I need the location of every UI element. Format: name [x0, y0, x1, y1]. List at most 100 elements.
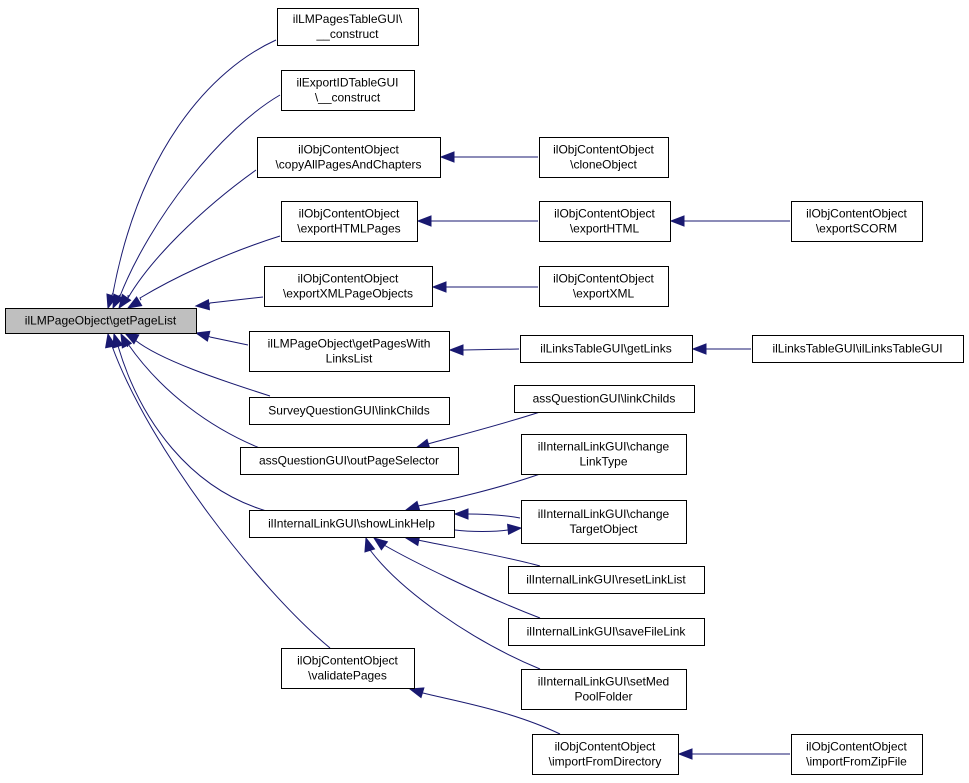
edge-n10-to-root [105, 332, 331, 649]
node-label-line: \copyAllPagesAndChapters [275, 158, 421, 172]
edge-n13-to-n12 [669, 215, 790, 227]
arrowhead [112, 293, 124, 310]
node-label-line: \importFromZipFile [806, 755, 907, 769]
function-node[interactable]: assQuestionGUI\linkChilds [514, 385, 695, 413]
arrowhead [439, 151, 455, 163]
function-node[interactable]: ilInternalLinkGUI\showLinkHelp [249, 510, 455, 538]
node-box [264, 266, 433, 307]
edge-n16-to-n15 [691, 343, 751, 355]
edge-line [117, 345, 271, 513]
node-label-line: __construct [315, 27, 379, 41]
arrowhead [669, 215, 685, 227]
node-label-line: \validatePages [308, 669, 387, 683]
edge-line [118, 94, 281, 297]
node-label-line: \exportSCORM [816, 222, 897, 236]
arrowhead [194, 298, 211, 311]
function-node[interactable]: ilObjContentObject\exportXML [539, 266, 669, 307]
node-box [249, 397, 450, 425]
edge-line [462, 348, 520, 351]
arrowhead [691, 343, 707, 355]
edge-n5-to-root [194, 296, 264, 311]
edge-n20-to-n9 [404, 535, 541, 567]
edge-n11-to-n3 [439, 151, 538, 163]
edge-line [467, 513, 521, 519]
node-label-line: ilInternalLinkGUI\setMed [538, 675, 669, 689]
node-label-line: LinksList [326, 352, 373, 366]
edge-line [208, 335, 249, 346]
edge-n4-to-root [126, 235, 281, 309]
function-node[interactable]: ilObjContentObject\exportHTML [539, 201, 671, 242]
node-label-line: ilInternalLinkGUI\resetLinkList [526, 573, 686, 587]
node-label-line: TargetObject [569, 522, 638, 536]
function-node[interactable]: ilInternalLinkGUI\saveFileLink [508, 618, 705, 646]
node-label-line: ilInternalLinkGUI\change [538, 507, 670, 521]
node-label-line: \importFromDirectory [549, 755, 662, 769]
node-label-line: \cloneObject [570, 158, 637, 172]
function-node[interactable]: ilInternalLinkGUI\resetLinkList [508, 566, 705, 594]
function-node[interactable]: ilLMPagesTableGUI\__construct [277, 8, 419, 46]
function-node[interactable]: ilLinksTableGUI\ilLinksTableGUI [752, 335, 964, 363]
node-label-line: ilObjContentObject [553, 272, 654, 286]
node-label-line: ilLinksTableGUI\ilLinksTableGUI [772, 342, 942, 356]
function-node[interactable]: assQuestionGUI\outPageSelector [240, 447, 459, 475]
edge-n24-to-n23 [677, 748, 790, 760]
function-node[interactable]: ilObjContentObject\copyAllPagesAndChapte… [257, 137, 441, 178]
node-box [249, 331, 450, 372]
arrowhead [118, 293, 132, 310]
function-node[interactable]: ilObjContentObject\exportSCORM [791, 201, 923, 242]
edge-line [110, 345, 331, 649]
function-node[interactable]: ilObjContentObject\cloneObject [539, 137, 669, 178]
arrowhead [364, 536, 376, 553]
node-label-line: ilLMPagesTableGUI\ [293, 12, 403, 26]
edge-line [208, 296, 264, 305]
node-box [281, 70, 415, 111]
node-box [277, 8, 419, 46]
arrowhead [416, 215, 432, 227]
node-label-line: ilObjContentObject [298, 143, 399, 157]
function-node[interactable]: ilObjContentObject\importFromDirectory [532, 734, 679, 775]
function-node[interactable]: ilLinksTableGUI\getLinks [520, 335, 693, 363]
node-box [249, 510, 455, 538]
function-node[interactable]: SurveyQuestionGUI\linkChilds [249, 397, 450, 425]
node-label-line: assQuestionGUI\outPageSelector [259, 454, 439, 468]
node-label-line: \exportXML [573, 287, 635, 301]
node-label-line: ilInternalLinkGUI\change [538, 440, 670, 454]
node-box [508, 566, 705, 594]
node-box [520, 335, 693, 363]
edge-line [382, 543, 541, 619]
edge-line [111, 39, 277, 296]
node-box [539, 266, 669, 307]
edge-n21-to-n9 [372, 537, 541, 619]
function-node[interactable]: ilExportIDTableGUI\__construct [281, 70, 415, 111]
node-label-line: ilInternalLinkGUI\showLinkHelp [268, 517, 435, 531]
node-label-line: ilObjContentObject [554, 207, 655, 221]
root-node[interactable]: ilLMPageObject\getPageList [5, 308, 197, 334]
node-label-line: ilLMPageObject\getPagesWith [268, 337, 431, 351]
node-box [752, 335, 964, 363]
function-node[interactable]: ilObjContentObject\exportHTMLPages [281, 201, 418, 242]
node-label-line: PoolFolder [574, 690, 632, 704]
node-label-line: LinkType [579, 455, 627, 469]
edge-line [369, 548, 541, 670]
edge-line [417, 539, 541, 567]
node-box [5, 308, 197, 334]
arrowhead [372, 537, 389, 551]
arrowhead [506, 523, 523, 536]
node-label-line: ilLMPageObject\getPageList [25, 314, 177, 328]
arrowhead [194, 330, 211, 342]
edge-n8-to-root [120, 332, 271, 453]
arrowhead [453, 508, 469, 520]
node-box [521, 434, 687, 475]
function-node[interactable]: ilObjContentObject\exportXMLPageObjects [264, 266, 433, 307]
function-node[interactable]: ilObjContentObject\validatePages [281, 648, 415, 689]
function-node[interactable]: ilObjContentObject\importFromZipFile [791, 734, 923, 775]
arrowhead [105, 332, 117, 349]
arrowhead [112, 332, 124, 349]
edge-n2-to-root [112, 94, 281, 310]
edge-line [427, 411, 541, 445]
